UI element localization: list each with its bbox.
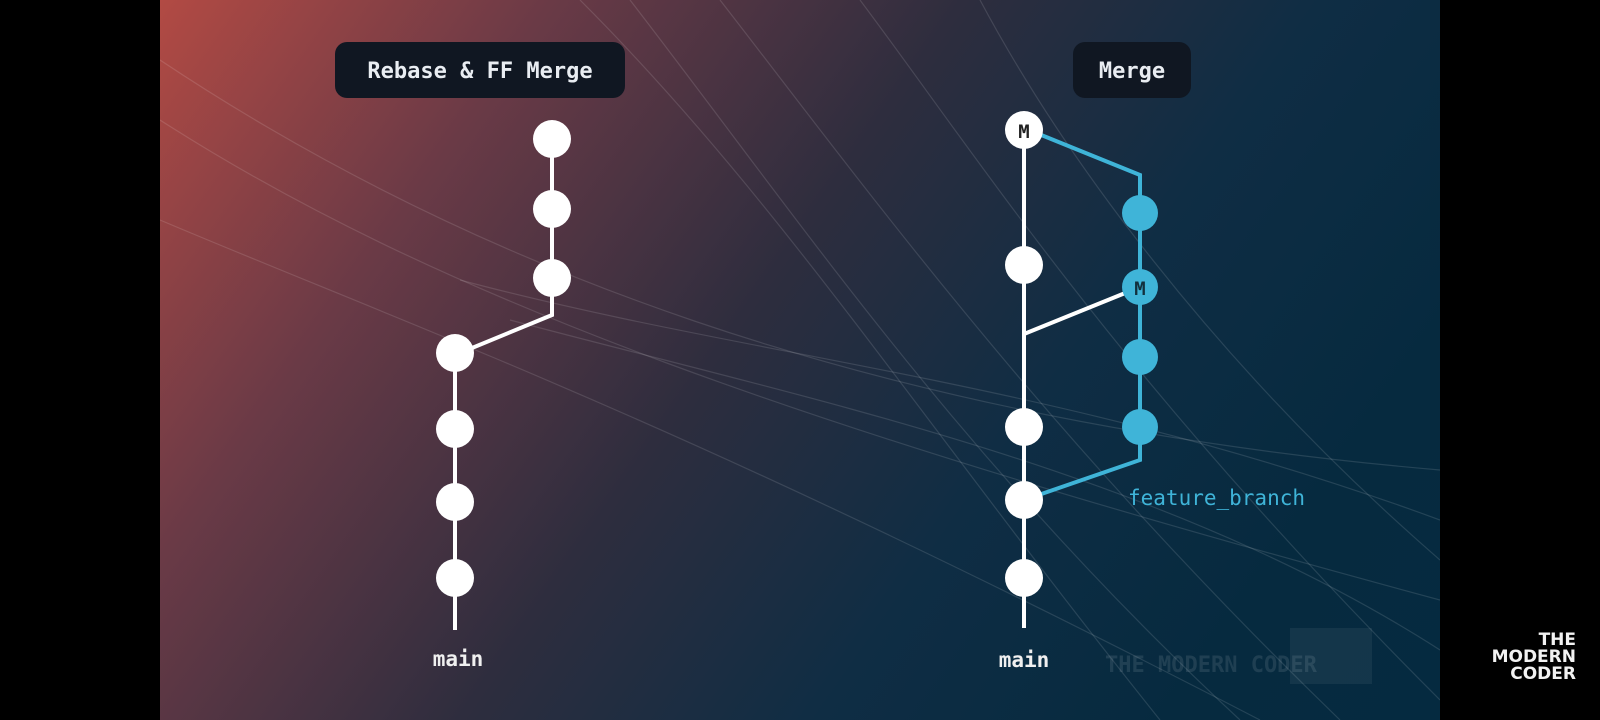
commit-node [436, 410, 474, 448]
feature-branch-label: feature_branch [1128, 486, 1305, 510]
logo-line: MODERN [1491, 647, 1576, 667]
feature-commit-node [1122, 339, 1158, 375]
right-title: Merge [1099, 59, 1165, 84]
left-title-pill: Rebase & FF Merge [335, 42, 625, 98]
right-main-branch [1022, 130, 1141, 628]
merge-marker: M [1018, 121, 1029, 143]
main-merge-commit: M [1005, 111, 1043, 149]
commit-node [436, 559, 474, 597]
feature-commit-node [1122, 409, 1158, 445]
diagram-slide: Rebase & FF Merge main Merge [160, 0, 1440, 720]
right-title-pill: Merge [1073, 42, 1191, 98]
main-into-feature-line [1023, 285, 1141, 336]
right-main-commits [1005, 246, 1043, 597]
right-branch-label: main [999, 648, 1050, 672]
svg-text:THE MODERN CODER: THE MODERN CODER [1105, 653, 1318, 678]
left-title-box [335, 42, 625, 98]
commit-node [436, 334, 474, 372]
left-branch-label: main [433, 647, 484, 671]
watermark: THE MODERN CODER [1105, 628, 1372, 684]
logo-line: THE [1538, 630, 1576, 650]
git-diagram: Rebase & FF Merge main Merge [160, 0, 1440, 720]
right-title-box [1073, 42, 1191, 98]
merge-marker: M [1134, 278, 1145, 300]
commit-node [1005, 559, 1043, 597]
right-feature-branch [1023, 126, 1142, 502]
feature-branch-line [1023, 126, 1142, 502]
commit-node [533, 120, 571, 158]
commit-node [1005, 481, 1043, 519]
commit-node [533, 259, 571, 297]
feature-commit-node [1122, 195, 1158, 231]
left-title: Rebase & FF Merge [367, 59, 592, 84]
logo-line: CODER [1510, 664, 1576, 684]
commit-node [1005, 408, 1043, 446]
commit-node [1005, 246, 1043, 284]
left-commits [436, 120, 571, 597]
feature-merge-commit: M [1122, 269, 1158, 305]
right-feature-commits [1122, 195, 1158, 445]
background-streaks [160, 0, 1440, 720]
channel-logo: THE MODERN CODER [1456, 632, 1576, 683]
commit-node [533, 190, 571, 228]
commit-node [436, 483, 474, 521]
